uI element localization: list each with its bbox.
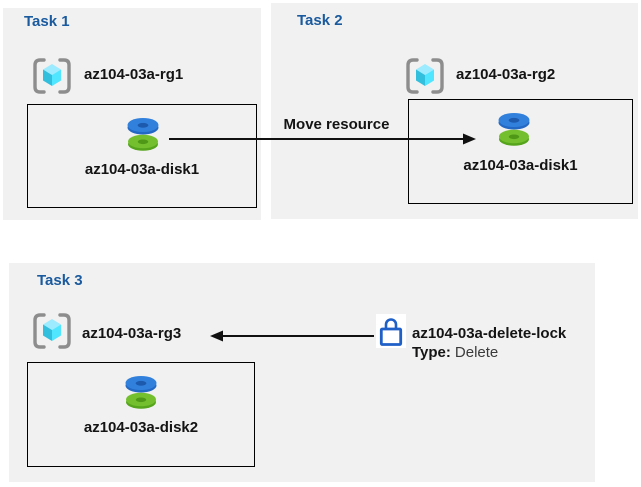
task3-resource-group-label: az104-03a-rg3 (82, 325, 182, 342)
disk-icon (127, 118, 159, 151)
task3-panel (9, 263, 595, 482)
disk-icon (125, 376, 157, 409)
lock-type-key: Type: (412, 344, 451, 361)
task2-resource-box (408, 99, 633, 204)
task1-title: Task 1 (24, 13, 70, 30)
lock-type-value: Delete (454, 344, 499, 361)
task2-resource-group-label: az104-03a-rg2 (456, 66, 556, 83)
task1-disk-label: az104-03a-disk1 (84, 161, 200, 178)
task1-panel (3, 8, 261, 220)
task3-disk-label: az104-03a-disk2 (83, 419, 199, 436)
task2-disk-label: az104-03a-disk1 (463, 157, 578, 174)
move-resource-label: Move resource (283, 116, 390, 133)
task3-resource-box (27, 362, 255, 467)
lock-type-label: Type:Delete (412, 344, 498, 361)
task1-resource-box (27, 104, 257, 208)
task2-panel (271, 3, 638, 219)
resource-group-icon (33, 58, 71, 94)
resource-group-icon (406, 58, 444, 94)
lock-name-label: az104-03a-delete-lock (412, 325, 567, 342)
lock-icon (379, 318, 403, 346)
task3-title: Task 3 (37, 272, 83, 289)
task1-resource-group-label: az104-03a-rg1 (84, 66, 184, 83)
disk-icon (498, 113, 530, 146)
resource-group-icon (33, 313, 71, 349)
lock-chip (376, 314, 406, 348)
task2-title: Task 2 (297, 12, 343, 29)
